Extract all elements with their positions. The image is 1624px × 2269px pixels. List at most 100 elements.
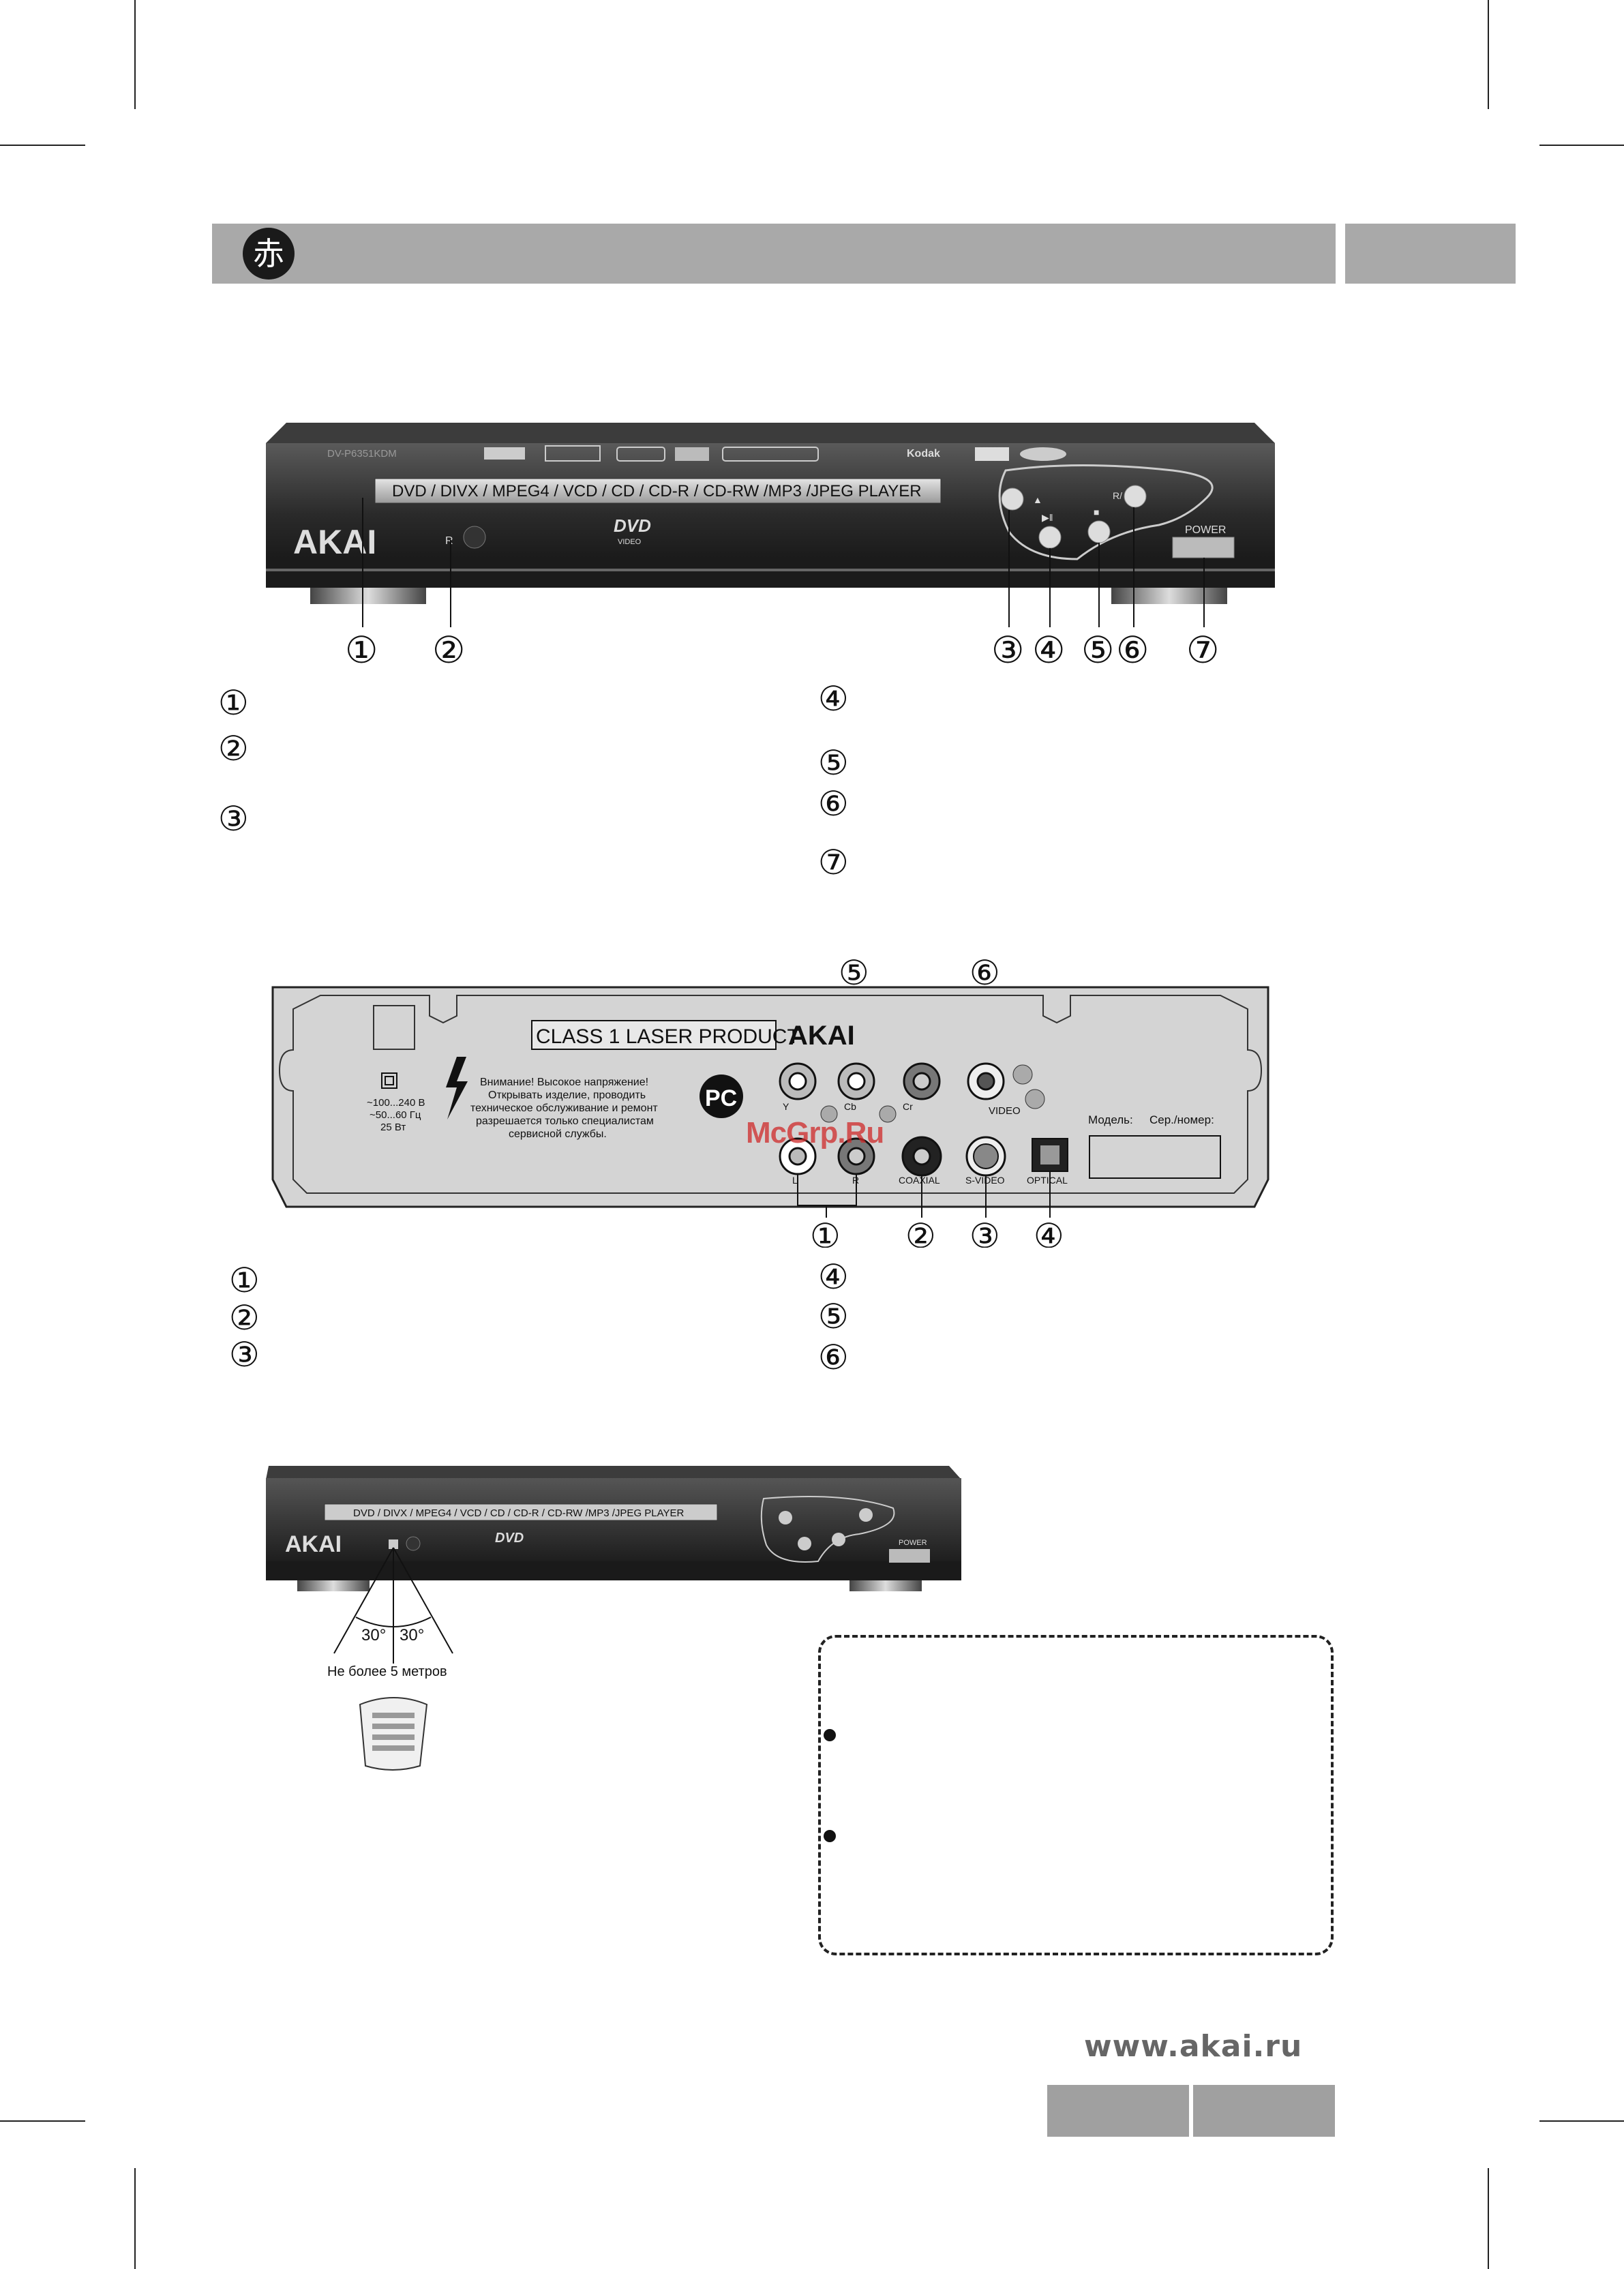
- high-voltage-icon: [446, 1057, 468, 1120]
- rear-legend-6: ⑥: [818, 1338, 849, 1377]
- label-cr: Cr: [903, 1101, 913, 1112]
- notes-box: [818, 1635, 1334, 1955]
- warning-line-1: Внимание! Высокое напряжение!: [480, 1077, 648, 1088]
- jack-cr[interactable]: [903, 1062, 941, 1100]
- rear-callout-5: ⑤: [839, 954, 869, 992]
- crop-mark: [1539, 145, 1624, 146]
- power-inlet: [373, 1005, 415, 1050]
- jack-optical[interactable]: [1032, 1138, 1068, 1172]
- front-callout-3: ③: [991, 630, 1024, 668]
- remote-control-icon: [359, 1697, 428, 1771]
- front-callout-5: ⑤: [1081, 630, 1114, 668]
- footer-url[interactable]: www.akai.ru: [1084, 2029, 1303, 2064]
- small-display-strip: [324, 1503, 718, 1521]
- front-legend-7: ⑦: [818, 843, 849, 882]
- small-display-text: DVD / DIVX / MPEG4 / VCD / CD / CD-R / C…: [353, 1507, 685, 1519]
- rear-legend-1: ①: [229, 1261, 260, 1300]
- small-dvd-logo: DVD: [495, 1531, 524, 1546]
- power-button[interactable]: [1172, 537, 1235, 558]
- display-strip-text: DVD / DIVX / MPEG4 / VCD / CD / CD-R / C…: [392, 482, 922, 500]
- laser-label-box: [531, 1020, 777, 1050]
- label-svideo: S-VIDEO: [965, 1175, 1005, 1186]
- rear-legend-2: ②: [229, 1298, 260, 1338]
- remote-range-diagram: DVD / DIVX / MPEG4 / VCD / CD / CD-R / C…: [266, 1466, 961, 1771]
- jack-coaxial[interactable]: [901, 1136, 942, 1177]
- angle-right: 30°: [400, 1626, 424, 1644]
- front-callout-2: ②: [432, 630, 465, 668]
- small-akai-logo: AKAI: [285, 1531, 342, 1557]
- dvd-logo-sub: VIDEO: [618, 538, 642, 546]
- angle-left: 30°: [361, 1626, 386, 1644]
- front-legend-2: ②: [218, 729, 249, 768]
- rear-panel-diagram: ⑤ ⑥ ~100...240 В ~50...60 Гц 25 Вт Внима…: [271, 954, 1269, 1248]
- header-logo: 赤: [243, 228, 295, 280]
- label-l: L: [792, 1175, 798, 1186]
- front-legend-3: ③: [218, 799, 249, 839]
- note-bullet: [824, 1729, 836, 1741]
- akai-logo: AKAI: [293, 523, 376, 561]
- front-callout-7: ⑦: [1186, 630, 1219, 668]
- front-callout-4: ④: [1032, 630, 1065, 668]
- label-cb: Cb: [844, 1101, 856, 1112]
- rear-legend-5: ⑤: [818, 1297, 849, 1336]
- warning-line-5: сервисной службы.: [509, 1128, 607, 1140]
- power-label: POWER: [1185, 524, 1226, 536]
- power-spec-1: ~100...240 В: [367, 1097, 425, 1109]
- serial-field-label: Сер./номер:: [1149, 1113, 1214, 1126]
- divx-logo: [616, 447, 665, 462]
- jack-cb[interactable]: [837, 1062, 875, 1100]
- front-foot-right: [1111, 588, 1227, 604]
- screw: [1025, 1089, 1045, 1109]
- model-name: DV-P6351KDM: [327, 448, 397, 460]
- front-callout-1: ①: [345, 630, 378, 668]
- eject-icon: ▲: [1033, 494, 1042, 505]
- serial-plate: [1089, 1135, 1221, 1179]
- rear-callout-2: ②: [905, 1217, 936, 1248]
- warning-line-4: разрешается только специалистам: [476, 1115, 654, 1127]
- mpeg4-logo: [675, 447, 709, 461]
- crop-mark: [1539, 2120, 1624, 2122]
- label-y: Y: [783, 1101, 790, 1112]
- label-optical: OPTICAL: [1027, 1175, 1068, 1186]
- svg-text:PC: PC: [705, 1085, 737, 1111]
- label-coaxial: COAXIAL: [899, 1175, 940, 1186]
- warning-line-3: техническое обслуживание и ремонт: [470, 1102, 658, 1114]
- jack-video[interactable]: [967, 1062, 1005, 1100]
- small-ir-sensor: [389, 1539, 398, 1549]
- format-logo: [545, 445, 601, 462]
- front-foot-left: [310, 588, 426, 604]
- eject-button[interactable]: [1001, 487, 1024, 511]
- rear-callout-6: ⑥: [969, 954, 1000, 992]
- crop-mark: [1488, 0, 1489, 109]
- front-panel-diagram: DV-P6351KDM Kodak DVD / DIVX / MPEG4 / V…: [266, 423, 1275, 668]
- play-pause-icon: ▶‖: [1042, 512, 1053, 523]
- rear-akai-logo: AKAI: [788, 1021, 855, 1051]
- rear-legend-3: ③: [229, 1335, 260, 1374]
- header-tab: [1345, 224, 1516, 284]
- screw: [1012, 1064, 1033, 1085]
- stop-button[interactable]: [1087, 520, 1111, 543]
- crop-mark: [0, 2120, 85, 2122]
- rear-callout-3: ③: [969, 1217, 1000, 1248]
- stop-icon: ■: [1094, 507, 1099, 517]
- screw: [879, 1105, 897, 1123]
- format-logo: [484, 447, 525, 460]
- front-legend-6: ⑥: [818, 784, 849, 824]
- rear-legend-4: ④: [818, 1257, 849, 1297]
- play-pause-button[interactable]: [1038, 526, 1062, 549]
- jack-y[interactable]: [779, 1062, 817, 1100]
- watermark: McGrp.Ru: [746, 1116, 884, 1149]
- jack-svideo[interactable]: [965, 1136, 1006, 1177]
- crop-mark: [0, 145, 85, 146]
- crop-mark: [134, 2168, 136, 2269]
- distance-label: Не более 5 метров: [327, 1664, 447, 1679]
- rear-panel-body: [271, 986, 1269, 1208]
- dvd-logo: DVD: [614, 515, 651, 536]
- crop-mark: [134, 0, 136, 109]
- warning-line-2: Открывать изделие, проводить: [488, 1090, 646, 1101]
- footer-box-left: [1047, 2085, 1189, 2137]
- front-legend-1: ①: [218, 683, 249, 723]
- screw: [820, 1105, 838, 1123]
- resume-button[interactable]: [1124, 485, 1147, 508]
- display-strip: [374, 478, 942, 504]
